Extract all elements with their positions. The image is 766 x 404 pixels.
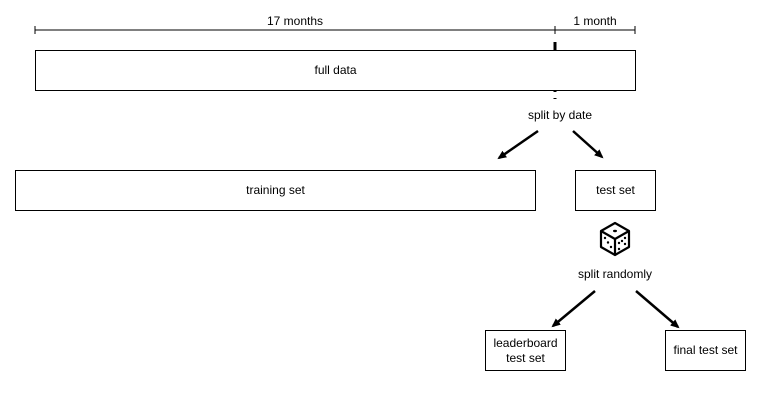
timeline-label-test-period: 1 month <box>573 14 617 28</box>
training-set-box: training set <box>15 170 536 211</box>
arrow-to-test-set <box>572 130 604 159</box>
leaderboard-label-line1: leaderboard <box>493 335 558 350</box>
test-set-box: test set <box>575 170 656 211</box>
arrow-to-final-test-set <box>635 290 680 329</box>
arrow-to-training-set <box>497 129 539 160</box>
full-data-label: full data <box>314 63 357 77</box>
split-by-date-label: split by date <box>510 108 610 122</box>
full-data-box: full data <box>35 50 636 91</box>
dice-icon <box>599 221 631 257</box>
leaderboard-label-line2: test set <box>506 350 545 365</box>
timeline-label-train-period: 17 months <box>266 14 324 28</box>
leaderboard-test-set-box: leaderboard test set <box>485 330 566 371</box>
timeline-ruler <box>34 26 636 34</box>
arrow-to-leaderboard-test-set <box>551 290 596 328</box>
split-randomly-label: split randomly <box>577 267 653 281</box>
test-set-label: test set <box>596 183 635 197</box>
final-test-set-label: final test set <box>673 343 738 357</box>
training-set-label: training set <box>246 183 305 197</box>
final-test-set-box: final test set <box>665 330 746 371</box>
